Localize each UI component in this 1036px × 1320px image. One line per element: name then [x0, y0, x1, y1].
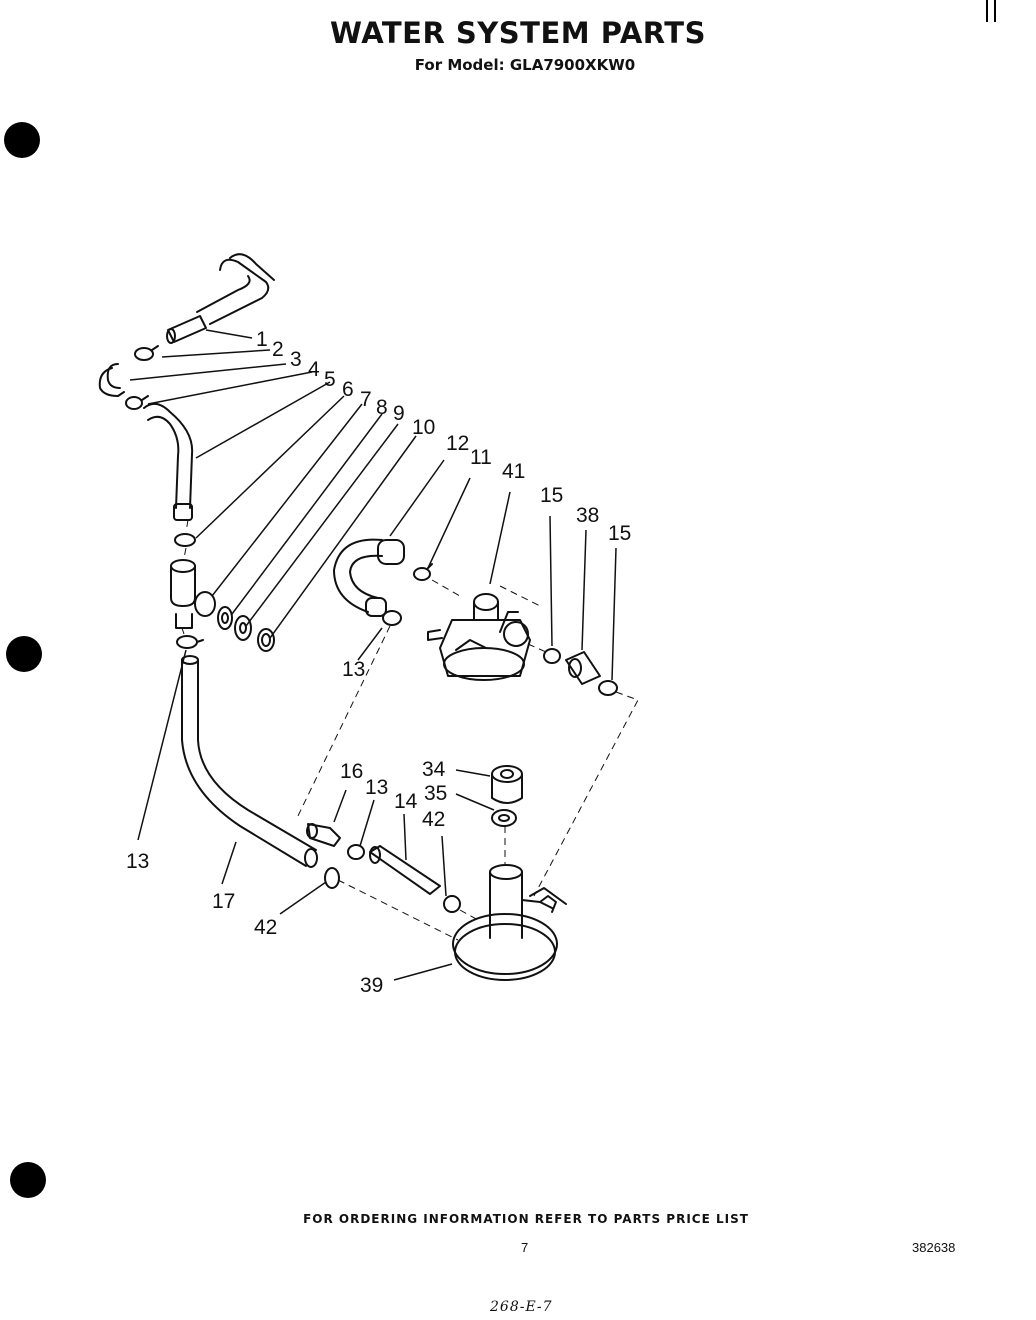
callout-39: 39	[360, 974, 383, 997]
callout-38: 38	[576, 504, 599, 527]
part-38-hose-section	[565, 651, 601, 685]
callout-13-mid: 13	[342, 658, 365, 681]
callout-16: 16	[340, 760, 363, 783]
part-34-cap	[491, 765, 523, 804]
part-10-screen	[257, 628, 275, 652]
leader-14	[403, 813, 407, 861]
leader-13-mid	[357, 627, 383, 661]
leader-35	[455, 793, 495, 811]
leader-12	[389, 459, 445, 537]
part-41-water-valve	[427, 593, 531, 681]
part-35-washer	[491, 809, 517, 827]
ordering-note: FOR ORDERING INFORMATION REFER TO PARTS …	[303, 1212, 749, 1226]
flow-valve-to-15	[527, 643, 547, 653]
leader-13-lower	[359, 799, 375, 847]
leader-34	[455, 769, 491, 777]
punch-hole-middle	[6, 636, 42, 672]
leader-4	[147, 371, 313, 405]
callout-12: 12	[446, 432, 469, 455]
callout-2: 2	[272, 338, 284, 361]
page-number: 7	[521, 1240, 529, 1255]
document-part-number: 382638	[912, 1240, 956, 1255]
leader-17	[221, 841, 237, 885]
leader-15b	[611, 547, 617, 681]
callout-13-left: 13	[126, 850, 149, 873]
part-3-elbow	[98, 363, 125, 397]
leader-8	[231, 413, 383, 615]
punch-hole-top	[4, 122, 40, 158]
callout-17: 17	[212, 890, 235, 913]
corner-mark	[986, 0, 996, 22]
part-13-washer-lower-left	[176, 635, 204, 649]
page-title: WATER SYSTEM PARTS	[330, 16, 706, 50]
model-subtitle: For Model: GLA7900XKW0	[414, 56, 636, 74]
leader-2	[161, 349, 271, 358]
part-8-washer	[217, 606, 233, 630]
callout-8: 8	[376, 396, 388, 419]
part-9-washer	[234, 615, 252, 641]
leader-11	[427, 477, 471, 569]
leader-42-left	[279, 881, 327, 915]
callout-9: 9	[393, 402, 405, 425]
leader-7	[211, 403, 363, 597]
part-14-hose	[369, 845, 441, 895]
callout-42-right: 42	[422, 808, 445, 831]
leader-10	[269, 435, 417, 639]
callout-41: 41	[502, 460, 525, 483]
part-42-clamp-right	[443, 895, 461, 913]
leader-39	[393, 963, 453, 981]
callout-15-upper: 15	[540, 484, 563, 507]
part-4-clamp	[125, 395, 149, 410]
part-7-tee-fitting	[170, 559, 216, 629]
callout-15-lower: 15	[608, 522, 631, 545]
part-15-clamp-lower	[598, 680, 618, 696]
callout-5: 5	[324, 368, 336, 391]
leader-1	[205, 329, 253, 339]
part-13-clamp-lower	[347, 844, 365, 860]
callout-42-left: 42	[254, 916, 277, 939]
part-16-fitting	[306, 823, 341, 847]
leader-41	[489, 491, 511, 585]
flow-42-to-39	[337, 879, 459, 941]
part-13-clamp-mid	[382, 610, 402, 626]
callout-34: 34	[422, 758, 446, 781]
leader-38	[581, 529, 587, 651]
callout-3: 3	[290, 348, 302, 371]
callout-11: 11	[470, 446, 492, 469]
part-5-hose	[143, 402, 194, 521]
part-15-clamp-upper	[543, 648, 561, 664]
inlet-hose-top	[196, 253, 275, 325]
part-1-coupling	[166, 315, 207, 344]
callout-6: 6	[342, 378, 354, 401]
flow-42r-to-39	[459, 909, 479, 921]
callout-35: 35	[424, 782, 447, 805]
leader-5	[195, 381, 331, 459]
callout-13-lower: 13	[365, 776, 388, 799]
part-42-clamp-left	[324, 867, 340, 889]
part-39-air-gap-base	[452, 864, 567, 981]
flow-valve-outlet	[499, 585, 541, 607]
part-2-clamp	[134, 345, 159, 361]
part-17-hose	[181, 655, 318, 868]
leader-42-right	[441, 835, 447, 897]
leader-15a	[549, 515, 553, 647]
callout-14: 14	[394, 790, 418, 813]
flow-15-to-39	[533, 691, 639, 897]
leader-13-left	[137, 649, 187, 841]
leader-16	[333, 789, 347, 823]
handwritten-code: 268-E-7	[490, 1299, 553, 1315]
callout-7: 7	[360, 388, 372, 411]
leader-6	[195, 395, 345, 539]
flow-vertical-fitting	[181, 519, 189, 635]
punch-hole-bottom	[10, 1162, 46, 1198]
leader-9	[245, 423, 399, 627]
callout-4: 4	[308, 358, 320, 381]
leader-3	[129, 363, 287, 381]
callout-1: 1	[256, 328, 268, 351]
part-6-washer	[174, 533, 196, 547]
callout-10: 10	[412, 416, 435, 439]
part-12-hose	[333, 538, 405, 617]
flow-11-to-41	[431, 579, 461, 597]
